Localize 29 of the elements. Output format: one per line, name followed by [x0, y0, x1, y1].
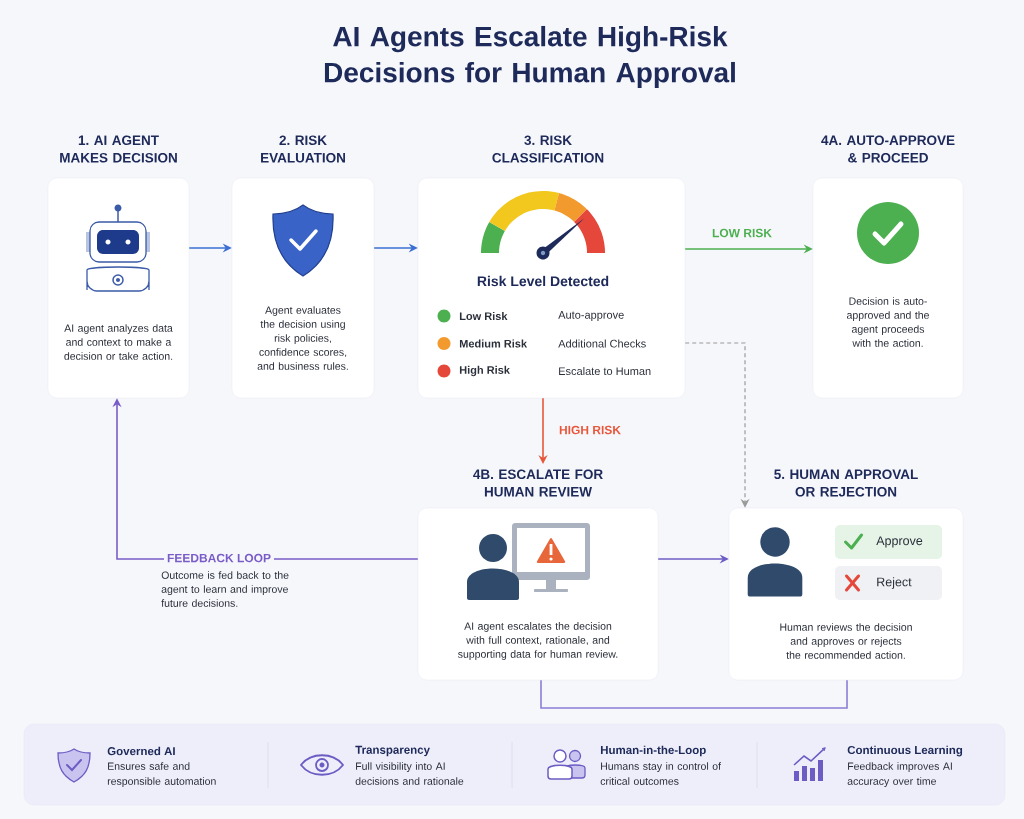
- note-text: Outcome is fed back to the agent to learn and improve future decisions.: [161, 571, 289, 607]
- gauge-title: Risk Level Detected: [477, 275, 609, 287]
- risk-action-label: Escalate to Human: [559, 366, 651, 376]
- step-heading: 3. RISK CLASSIFICATION: [492, 135, 604, 163]
- approve-button: Approve: [835, 525, 942, 559]
- step-card: Decision is auto-approved and the agent proceeds with the action.: [812, 177, 964, 399]
- feature-title: Transparency: [355, 745, 430, 757]
- arrow: [684, 342, 750, 508]
- feature-description: Full visibility into AI decisions and rationale: [355, 762, 464, 785]
- feature-description: Ensures safe and responsible automation: [107, 762, 216, 787]
- step-card: Agent evaluates the decision using risk policies, confidence scores, and business rules.: [231, 177, 375, 399]
- step-heading: 5. HUMAN APPROVAL OR REJECTION: [774, 469, 918, 497]
- risk-action-label: Auto-approve: [558, 311, 624, 321]
- title: AI Agents Escalate High-Risk Decisions for Human Approval: [324, 25, 735, 89]
- feature-title: Governed AI: [107, 746, 175, 756]
- feature-title: Human-in-the-Loop: [601, 745, 706, 757]
- connector-line: [540, 679, 848, 709]
- step-heading: 2. RISK EVALUATION: [261, 135, 345, 163]
- reject-button: Reject: [835, 566, 942, 600]
- step-heading: 4B. ESCALATE FOR HUMAN REVIEW: [473, 469, 603, 497]
- feature-description: Feedback improves AI accuracy over time: [847, 762, 952, 787]
- risk-level-label: Low Risk: [459, 311, 508, 321]
- risk-action-label: Additional Checks: [558, 339, 646, 348]
- step-heading: 4A. AUTO-APPROVE & PROCEED: [821, 135, 955, 163]
- step-heading: 1. AI AGENT MAKES DECISION: [60, 135, 177, 163]
- risk-level-label: Medium Risk: [459, 339, 528, 348]
- feature-description: Humans stay in control of critical outcomes: [600, 762, 721, 785]
- risk-level-label: High Risk: [459, 365, 510, 377]
- feature-title: Continuous Learning: [847, 745, 963, 757]
